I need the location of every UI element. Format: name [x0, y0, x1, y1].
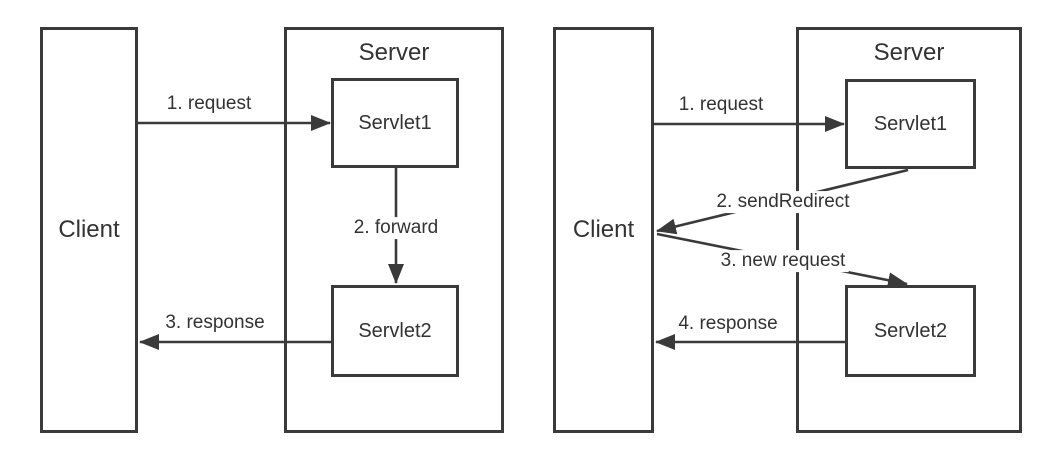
- forward-forward-label: 2. forward: [350, 217, 442, 239]
- forward-client-box: Client: [40, 27, 138, 433]
- redirect-servlet2-label: Servlet2: [873, 320, 948, 342]
- redirect-servlet2-box: Servlet2: [845, 285, 976, 377]
- redirect-client-box: Client: [553, 27, 654, 433]
- redirect-server-label: Server: [873, 39, 945, 66]
- redirect-client-label: Client: [572, 215, 635, 243]
- redirect-newrequest-label: 3. new request: [717, 250, 849, 272]
- redirect-request-label: 1. request: [675, 94, 767, 116]
- forward-servlet2-label: Servlet2: [358, 320, 432, 342]
- redirect-sendredirect-label: 2. sendRedirect: [713, 191, 853, 213]
- forward-client-label: Client: [58, 215, 120, 243]
- forward-servlet2-box: Servlet2: [331, 285, 459, 377]
- forward-servlet1-label: Servlet1: [358, 112, 432, 134]
- forward-server-label: Server: [358, 39, 430, 66]
- redirect-servlet1-box: Servlet1: [845, 79, 976, 169]
- redirect-servlet1-label: Servlet1: [873, 113, 948, 135]
- redirect-response-label: 4. response: [675, 313, 781, 335]
- forward-servlet1-box: Servlet1: [331, 78, 459, 168]
- forward-response-label: 3. response: [162, 312, 268, 334]
- forward-request-label: 1. request: [163, 93, 255, 115]
